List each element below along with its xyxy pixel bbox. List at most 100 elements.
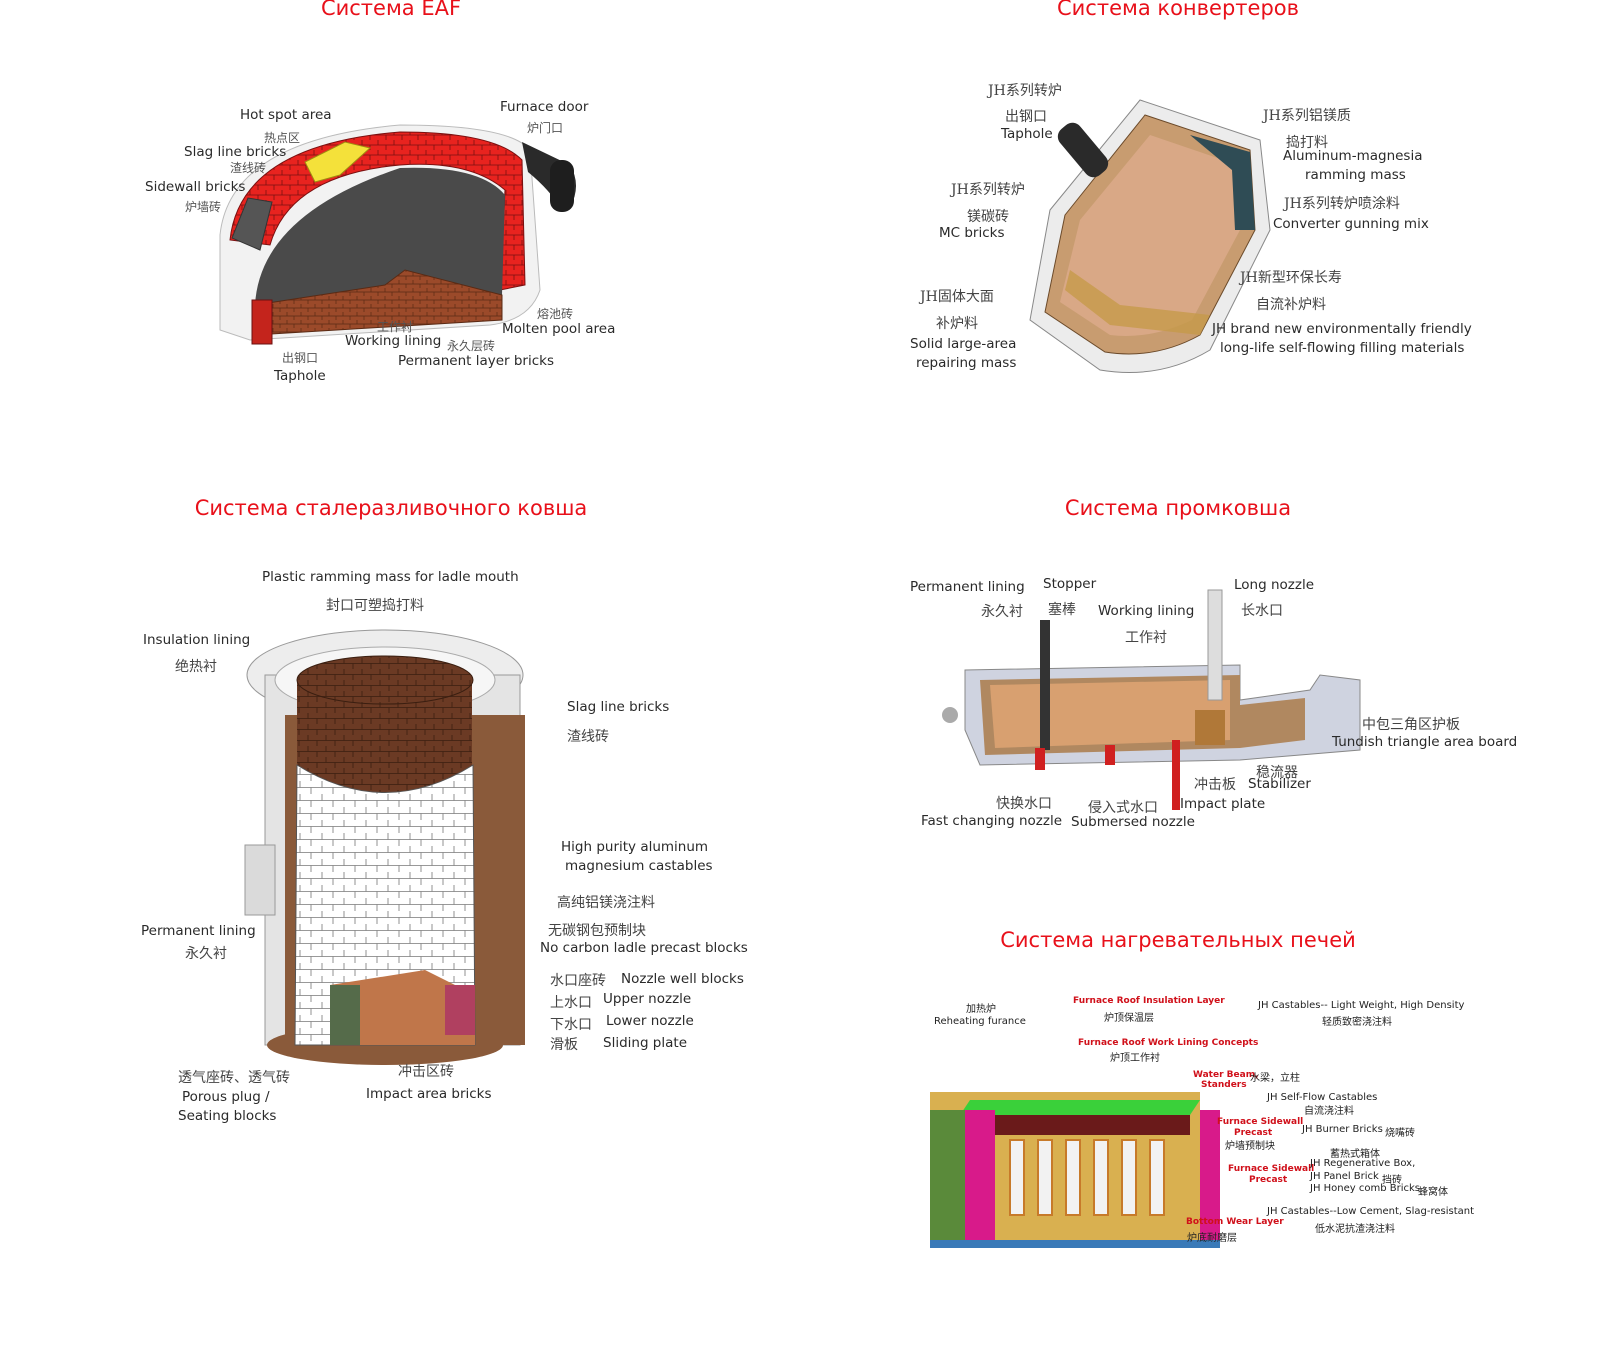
ladle-perm-label: Permanent lining (141, 923, 256, 939)
rh-low-cement-cn: 低水泥抗渣浇注料 (1315, 1224, 1395, 1235)
rh-self-flow: JH Self-Flow Castables (1267, 1092, 1378, 1103)
tund-stop-cn: 塞棒 (1048, 602, 1076, 618)
eaf-slag-line-cn: 渣线砖 (230, 161, 267, 175)
ladle-ia-label: Impact area bricks (366, 1086, 492, 1102)
ladle-title: Система сталеразливочного ковша (194, 496, 588, 520)
conv-new-label-2: long-life self-flowing filling materials (1220, 340, 1465, 356)
rh-furnace-label: Reheating furance (934, 1016, 1026, 1027)
eaf-permanent-label: Permanent layer bricks (398, 353, 555, 369)
converter-title: Система конвертеров (1057, 0, 1299, 20)
ladle-mouth-cn: 封口可塑捣打料 (326, 598, 424, 614)
rh-burner: JH Burner Bricks (1302, 1124, 1383, 1135)
rh-standers-red: Standers (1201, 1080, 1247, 1090)
eaf-title: Система EAF (320, 0, 462, 20)
ladle-un-label: Upper nozzle (603, 991, 692, 1007)
ladle-pp-label-2: Seating blocks (178, 1108, 277, 1124)
eaf-molten-cn: 熔池砖 (537, 307, 574, 321)
tundish-drawing (942, 589, 1361, 810)
rh-regen: JH Regenerative Box, (1310, 1158, 1416, 1169)
rh-furnace-cn: 加热炉 (966, 1004, 996, 1015)
rh-roof-ins-right-cn: 轻质致密浇注料 (1322, 1017, 1392, 1028)
eaf-sidewall-label: Sidewall bricks (145, 179, 246, 195)
ladle-drawing (244, 629, 525, 1065)
rh-burner-cn: 烧嘴砖 (1385, 1128, 1415, 1139)
rh-sidewall2-red-2: Precast (1249, 1175, 1288, 1185)
conv-new-label-1: JH brand new environmentally friendly (1212, 321, 1472, 337)
eaf-furnace-drawing (219, 124, 576, 345)
tund-sub-cn: 侵入式水口 (1088, 800, 1158, 816)
conv-al-label-1: Aluminum-magnesia (1283, 148, 1423, 164)
ladle-nw-cn: 水口座砖 (550, 973, 606, 989)
ladle-slag-cn: 渣线砖 (567, 729, 609, 745)
conv-gun-label: Converter gunning mix (1273, 216, 1429, 232)
tund-tri-label: Tundish triangle area board (1332, 734, 1518, 750)
rh-roof-work-red: Furnace Roof Work Lining Concepts (1078, 1038, 1259, 1048)
eaf-sidewall-cn: 炉墙砖 (185, 200, 222, 214)
conv-tap-label: Taphole (1001, 126, 1053, 142)
ladle-nw-label: Nozzle well blocks (621, 971, 744, 987)
ladle-ins-label: Insulation lining (143, 632, 251, 648)
ladle-slag-label: Slag line bricks (567, 699, 670, 715)
tund-imp-cn: 冲击板 (1194, 777, 1236, 793)
ladle-sp-label: Sliding plate (603, 1035, 687, 1051)
rh-sidewall1-cn: 炉墙预制块 (1225, 1141, 1275, 1152)
rh-bottom-cn: 炉底耐磨层 (1187, 1233, 1237, 1244)
rh-roof-ins-cn: 炉顶保温层 (1104, 1013, 1154, 1024)
eaf-permanent-cn: 永久层砖 (447, 339, 496, 353)
ladle-sp-cn: 滑板 (550, 1037, 578, 1053)
rh-panel-cn: 挡砖 (1382, 1175, 1402, 1186)
conv-al-label-2: ramming mass (1305, 167, 1406, 183)
rh-self-flow-cn: 自流浇注料 (1304, 1106, 1354, 1117)
eaf-working-label: Working lining (345, 333, 442, 349)
rh-water-beam-red: Water Beam, (1193, 1070, 1259, 1080)
ladle-un-cn: 上水口 (550, 995, 592, 1011)
reheat-title: Система нагревательных печей (1000, 928, 1356, 952)
tund-work-cn: 工作衬 (1125, 630, 1167, 646)
rh-sidewall2-red-1: Furnace Sidewall (1228, 1164, 1315, 1174)
conv-gun-cn: JH系列转炉喷涂料 (1284, 196, 1400, 212)
rh-regen-cn: 蓄热式箱体 (1330, 1149, 1380, 1160)
eaf-slag-line-label: Slag line bricks (184, 144, 287, 160)
conv-jh3b-cn: 补炉料 (936, 316, 978, 332)
conv-solid-label-2: repairing mass (916, 355, 1017, 371)
eaf-hot-spot-cn: 热点区 (264, 131, 301, 145)
ladle-mouth-label: Plastic ramming mass for ladle mouth (262, 569, 519, 585)
rh-honey: JH Honey comb Bricks (1310, 1183, 1421, 1194)
conv-jh2-cn: JH系列转炉 (951, 182, 1025, 198)
eaf-taphole-label: Taphole (274, 368, 326, 384)
rh-roof-work-cn: 炉顶工作衬 (1110, 1053, 1160, 1064)
eaf-molten-label: Molten pool area (502, 321, 616, 337)
ladle-pp-cn: 透气座砖、透气砖 (178, 1070, 290, 1086)
ladle-nc-cn: 无碳钢包预制块 (548, 923, 646, 939)
ladle-pp-label-1: Porous plug / (182, 1089, 270, 1105)
rh-roof-ins-red: Furnace Roof Insulation Layer (1073, 996, 1225, 1006)
converter-drawing (1029, 99, 1271, 373)
ladle-ln-label: Lower nozzle (606, 1013, 694, 1029)
tund-perm-label: Permanent lining (910, 579, 1025, 595)
tund-stab-label: Stabilizer (1248, 776, 1311, 792)
rh-sidewall1-red-2: Precast (1234, 1128, 1273, 1138)
ladle-ln-cn: 下水口 (550, 1017, 592, 1033)
rh-low-cement: JH Castables--Low Cement, Slag-resistant (1267, 1206, 1474, 1217)
rh-sidewall1-red-1: Furnace Sidewall (1217, 1117, 1304, 1127)
tund-stab-cn: 稳流器 (1256, 765, 1298, 781)
eaf-taphole-cn: 出钢口 (282, 351, 319, 365)
tund-long-label: Long nozzle (1234, 577, 1315, 593)
tund-perm-cn: 永久衬 (981, 604, 1023, 620)
rh-panel: JH Panel Brick (1310, 1171, 1379, 1182)
conv-jh1-cn: JH系列转炉 (988, 83, 1062, 99)
ladle-ia-cn: 冲击区砖 (398, 1064, 454, 1080)
conv-al-cn-2: 捣打料 (1286, 135, 1328, 151)
ladle-ins-cn: 绝热衬 (175, 659, 217, 675)
conv-tap-cn: 出钢口 (1005, 109, 1047, 125)
ladle-hp-label-2: magnesium castables (565, 858, 713, 874)
tund-tri-cn: 中包三角区护板 (1362, 717, 1460, 733)
conv-mc-label: MC bricks (939, 225, 1005, 241)
ladle-nc-label: No carbon ladle precast blocks (540, 940, 748, 956)
conv-mc-cn: 镁碳砖 (967, 209, 1009, 225)
tund-long-cn: 长水口 (1241, 603, 1283, 619)
conv-jh3-cn: JH固体大面 (920, 289, 994, 305)
tund-work-label: Working lining (1098, 603, 1195, 619)
rh-honey-cn: 蜂窝体 (1418, 1187, 1448, 1198)
conv-new-cn-1: JH新型环保长寿 (1240, 270, 1342, 286)
